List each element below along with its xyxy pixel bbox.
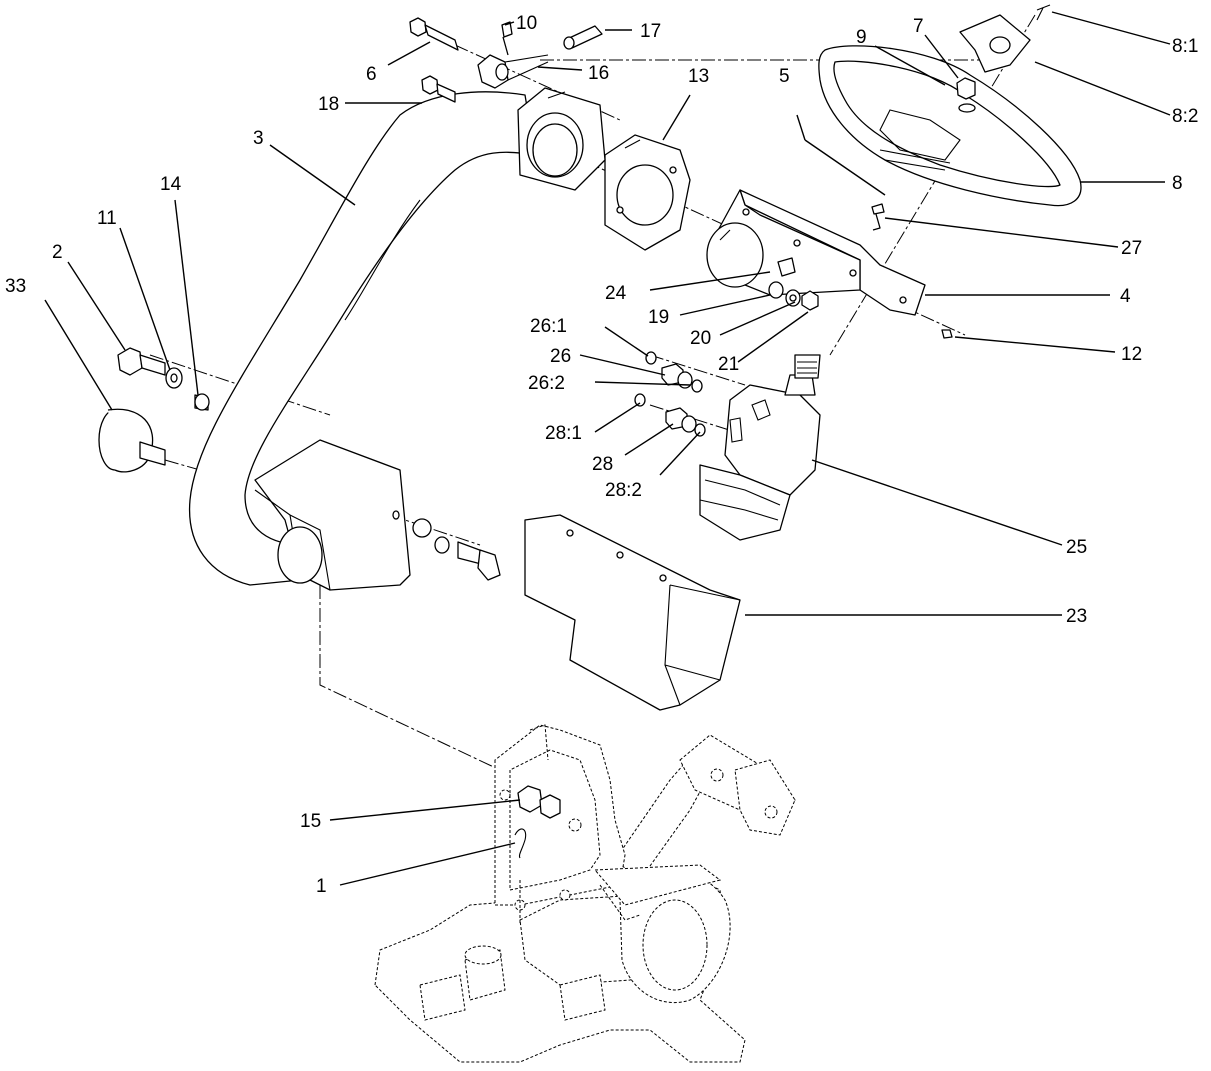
lower-fasteners bbox=[514, 785, 561, 859]
callout-8: 8 bbox=[1172, 173, 1183, 194]
callout-13: 13 bbox=[688, 66, 709, 87]
callout-19: 19 bbox=[648, 307, 669, 328]
lower-tower-mount bbox=[254, 439, 411, 591]
bracket-fasteners bbox=[768, 203, 953, 339]
lower-shroud bbox=[524, 514, 741, 711]
hydraulic-fittings bbox=[634, 351, 706, 437]
callout-7: 7 bbox=[913, 16, 924, 37]
callout-25: 25 bbox=[1066, 537, 1087, 558]
tower-top-flange bbox=[517, 87, 606, 191]
callout-16: 16 bbox=[588, 63, 609, 84]
callout-10: 10 bbox=[516, 13, 537, 34]
callout-28-1: 28:1 bbox=[545, 423, 582, 444]
callout-4: 4 bbox=[1120, 286, 1131, 307]
callout-26-2: 26:2 bbox=[528, 373, 565, 394]
callout-3: 3 bbox=[253, 128, 264, 149]
callout-11: 11 bbox=[97, 208, 117, 229]
callout-8-2: 8:2 bbox=[1172, 106, 1198, 127]
pivot-bolt-set bbox=[117, 347, 210, 411]
callout-33: 33 bbox=[5, 276, 26, 297]
top-hardware bbox=[409, 17, 603, 103]
callout-17: 17 bbox=[640, 21, 661, 42]
callout-18: 18 bbox=[318, 94, 339, 115]
callout-1: 1 bbox=[316, 876, 327, 897]
steering-wheel bbox=[818, 4, 1082, 207]
callout-28-2: 28:2 bbox=[605, 480, 642, 501]
callout-6: 6 bbox=[366, 64, 377, 85]
callout-23: 23 bbox=[1066, 606, 1087, 627]
pivot-knob bbox=[98, 408, 166, 473]
callout-24: 24 bbox=[605, 283, 627, 304]
steering-bracket bbox=[706, 189, 926, 316]
machine-frame bbox=[374, 724, 796, 1063]
callout-20: 20 bbox=[690, 328, 711, 349]
gasket-plate bbox=[604, 134, 691, 251]
callout-27: 27 bbox=[1121, 238, 1142, 259]
callout-8-1: 8:1 bbox=[1172, 36, 1198, 57]
callout-28: 28 bbox=[592, 454, 613, 475]
callout-5: 5 bbox=[779, 66, 790, 87]
callout-2: 2 bbox=[52, 242, 63, 263]
callout-26: 26 bbox=[550, 346, 571, 367]
callout-26-1: 26:1 bbox=[530, 316, 567, 337]
steering-control-valve bbox=[699, 354, 821, 541]
callout-15: 15 bbox=[300, 811, 321, 832]
steering-tower-tube bbox=[188, 91, 536, 586]
lower-bolt-stack bbox=[412, 518, 501, 581]
callout-14: 14 bbox=[160, 174, 182, 195]
callout-12: 12 bbox=[1121, 344, 1142, 365]
callout-21: 21 bbox=[718, 354, 739, 375]
callout-labels: 1 2 3 4 5 6 7 8 8:1 8:2 9 10 11 12 13 14… bbox=[5, 13, 1198, 897]
callout-9: 9 bbox=[856, 27, 867, 48]
leader-lines bbox=[44, 11, 1171, 886]
